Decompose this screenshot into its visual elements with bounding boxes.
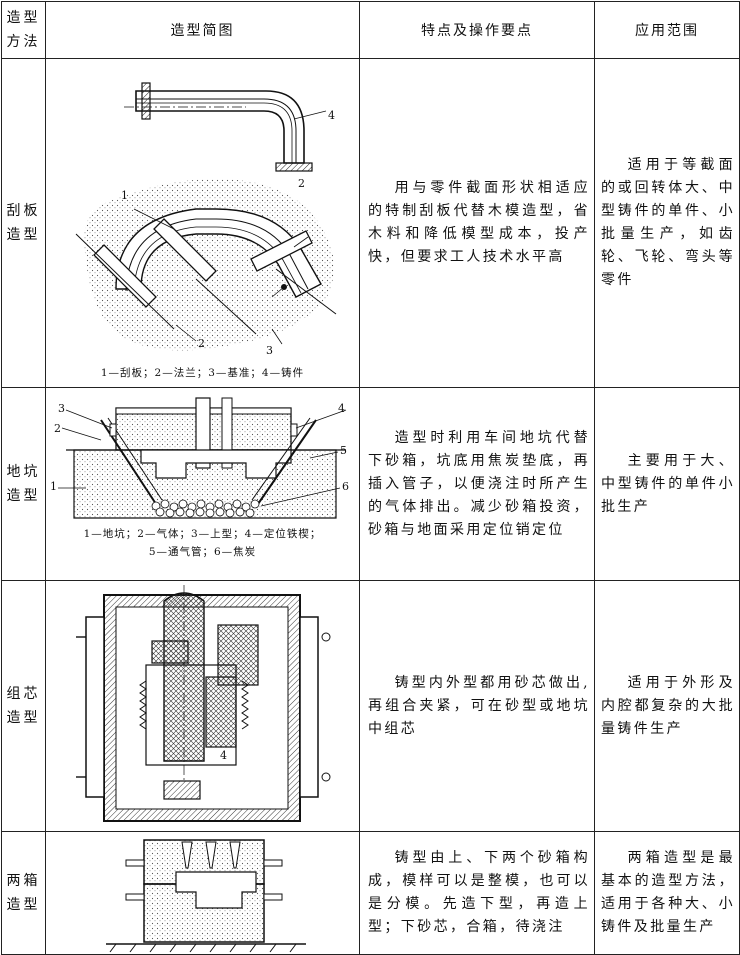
core-diagram: 4 bbox=[46, 581, 359, 831]
features-cell: 用与零件截面形状相适应的特制刮板代替木模造型，省木料和降低模型成本，投产快，但要… bbox=[359, 58, 595, 388]
pit-diagram: 3 2 1 4 5 6 1—地坑；2—气体；3—上型；4—定位铁楔； 5—通气管… bbox=[46, 388, 359, 580]
pit-drawing bbox=[58, 397, 347, 519]
header-diagram: 造型简图 bbox=[45, 1, 360, 59]
callout-4: 4 bbox=[328, 109, 335, 122]
diagram-cell: 4 1 2 2 3 1—刮板；2—法兰；3—基准；4—铸件 bbox=[45, 58, 360, 388]
method-cell: 刮板 造型 bbox=[1, 58, 46, 388]
scraper-mold bbox=[75, 208, 337, 335]
callout-6: 6 bbox=[342, 480, 349, 493]
callout-2: 2 bbox=[54, 422, 61, 435]
method-cell: 两箱 造型 bbox=[1, 831, 46, 955]
callout-3: 3 bbox=[58, 402, 65, 415]
header-application: 应用范围 bbox=[594, 1, 740, 59]
row-pit-molding: 地坑 造型 bbox=[1, 387, 740, 581]
features-cell: 铸型内外型都用砂芯做出,再组合夹紧，可在砂型或地坑中组芯 bbox=[359, 580, 595, 832]
callout-5: 5 bbox=[340, 444, 347, 457]
coke-bed bbox=[151, 499, 260, 518]
method-cell: 组芯 造型 bbox=[1, 580, 46, 832]
method-cell: 地坑 造型 bbox=[1, 387, 46, 581]
pit-caption-1: 1—地坑；2—气体；3—上型；4—定位铁楔； bbox=[83, 528, 322, 540]
scraper-diagram: 4 1 2 2 3 1—刮板；2—法兰；3—基准；4—铸件 bbox=[46, 59, 359, 387]
row-core-assembly: 组芯 造型 bbox=[1, 580, 740, 832]
application-cell: 主要用于大、中型铸件的单件小批生产 bbox=[594, 387, 740, 581]
callout-1: 1 bbox=[121, 189, 128, 202]
features-cell: 造型时利用车间地坑代替下砂箱，坑底用焦炭垫底，再插入管子，以便浇注时所产生的气体… bbox=[359, 387, 595, 581]
scraper-drawing bbox=[75, 82, 337, 351]
callout-2b: 2 bbox=[198, 337, 205, 350]
callout-4: 4 bbox=[220, 749, 227, 762]
callout-1: 1 bbox=[50, 480, 57, 493]
application-cell: 适用于外形及内腔都复杂的大批量铸件生产 bbox=[594, 580, 740, 832]
method-text: 组芯 造型 bbox=[6, 686, 41, 726]
method-text: 刮板 造型 bbox=[6, 203, 41, 243]
diagram-cell: 4 bbox=[45, 580, 360, 832]
method-text: 两箱 造型 bbox=[6, 873, 41, 913]
diagram-cell: 3 2 1 4 5 6 1—地坑；2—气体；3—上型；4—定位铁楔； 5—通气管… bbox=[45, 387, 360, 581]
row-scraper-molding: 刮板 造型 bbox=[1, 58, 740, 388]
scraper-caption: 1—刮板；2—法兰；3—基准；4—铸件 bbox=[100, 367, 305, 379]
header-features: 特点及操作要点 bbox=[359, 1, 595, 59]
application-cell: 适用于等截面的或回转体大、中型铸件的单件、小批量生产，如齿轮、飞轮、弯头等零件 bbox=[594, 58, 740, 388]
method-text: 地坑 造型 bbox=[6, 464, 41, 504]
pit-caption-2: 5—通气管；6—焦炭 bbox=[148, 546, 257, 558]
callout-2a: 2 bbox=[298, 177, 305, 190]
core-drawing bbox=[76, 585, 331, 822]
header-method-text: 造型 方法 bbox=[6, 10, 41, 50]
features-cell: 铸型由上、下两个砂箱构成，模样可以是整模，也可以是分模。先造下型，再造上型；下砂… bbox=[359, 831, 595, 955]
two-flask-drawing bbox=[106, 839, 306, 953]
elbow-casting bbox=[124, 82, 327, 172]
callout-4: 4 bbox=[338, 402, 345, 415]
header-row: 造型 方法 造型简图 特点及操作要点 应用范围 bbox=[1, 1, 740, 59]
header-method: 造型 方法 bbox=[1, 1, 46, 59]
application-cell: 两箱造型是最基本的造型方法，适用于各种大、小铸件及批量生产 bbox=[594, 831, 740, 955]
row-two-flask: 两箱 造型 bbox=[1, 831, 740, 955]
diagram-cell bbox=[45, 831, 360, 955]
callout-3: 3 bbox=[266, 344, 273, 357]
two-flask-diagram bbox=[46, 832, 359, 954]
